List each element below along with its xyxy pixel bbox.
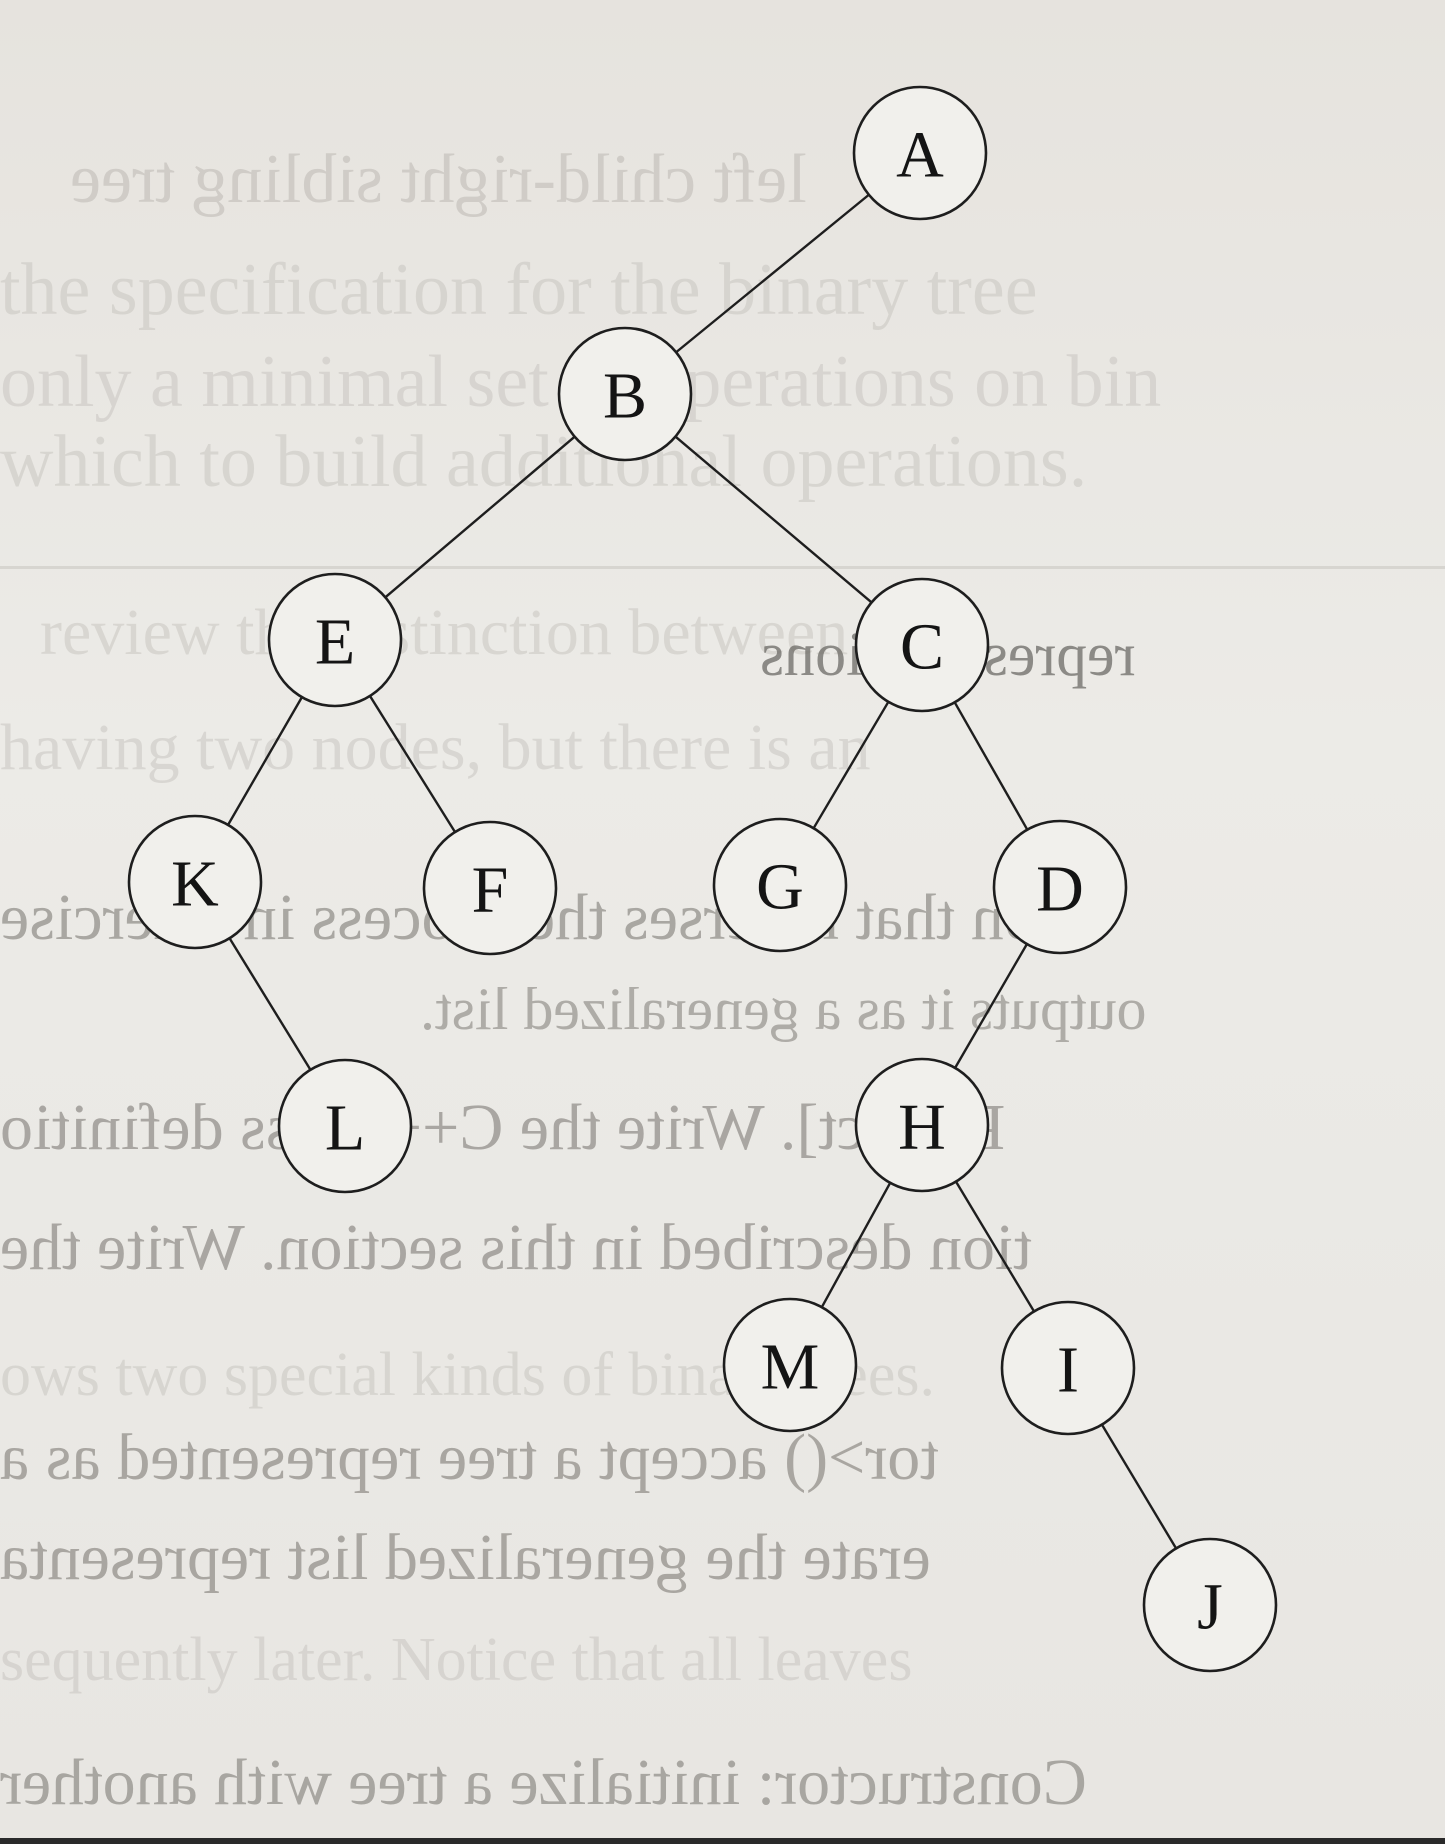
node-label: J bbox=[1197, 1571, 1223, 1644]
node-circle bbox=[267, 572, 403, 708]
node-b: B bbox=[557, 326, 693, 462]
page-bottom-rule bbox=[0, 1838, 1445, 1844]
node-i: I bbox=[1000, 1300, 1136, 1436]
edge-h-m bbox=[820, 1182, 892, 1308]
node-circle bbox=[852, 85, 988, 221]
node-label: E bbox=[315, 606, 355, 679]
node-label: G bbox=[756, 851, 804, 924]
edge-c-d bbox=[953, 701, 1029, 831]
edge-b-e bbox=[384, 435, 576, 599]
node-circle bbox=[854, 1057, 990, 1193]
node-circle bbox=[722, 1297, 858, 1433]
node-j: J bbox=[1142, 1537, 1278, 1673]
edge-b-c bbox=[674, 435, 873, 604]
node-k: K bbox=[127, 814, 263, 950]
node-circle bbox=[712, 817, 848, 953]
edge-e-k bbox=[227, 696, 303, 826]
node-circle bbox=[992, 819, 1128, 955]
node-a: A bbox=[852, 85, 988, 221]
edge-a-b bbox=[675, 193, 870, 354]
node-label: K bbox=[171, 848, 219, 921]
edge-h-i bbox=[954, 1180, 1036, 1313]
node-label: L bbox=[325, 1092, 365, 1165]
edge-d-h bbox=[954, 943, 1028, 1069]
node-m: M bbox=[722, 1297, 858, 1433]
tree-edges bbox=[227, 193, 1178, 1550]
node-h: H bbox=[854, 1057, 990, 1193]
node-label: I bbox=[1057, 1334, 1079, 1407]
node-c: C bbox=[854, 577, 990, 713]
node-circle bbox=[127, 814, 263, 950]
node-label: H bbox=[898, 1091, 946, 1164]
node-circle bbox=[1000, 1300, 1136, 1436]
node-f: F bbox=[422, 820, 558, 956]
tree-nodes: A B C D E F G H I J K L M bbox=[127, 85, 1278, 1673]
node-l: L bbox=[277, 1058, 413, 1194]
node-circle bbox=[422, 820, 558, 956]
node-label: A bbox=[896, 119, 944, 192]
node-circle bbox=[1142, 1537, 1278, 1673]
node-label: C bbox=[900, 611, 944, 684]
node-circle bbox=[557, 326, 693, 462]
node-g: G bbox=[712, 817, 848, 953]
node-e: E bbox=[267, 572, 403, 708]
edge-e-f bbox=[368, 695, 457, 833]
node-d: D bbox=[992, 819, 1128, 955]
node-label: B bbox=[603, 360, 647, 433]
edge-i-j bbox=[1100, 1423, 1178, 1550]
node-label: D bbox=[1036, 853, 1084, 926]
node-label: M bbox=[761, 1331, 820, 1404]
node-circle bbox=[277, 1058, 413, 1194]
node-circle bbox=[854, 577, 990, 713]
node-label: F bbox=[472, 854, 509, 927]
edge-c-g bbox=[812, 701, 890, 829]
edge-k-l bbox=[228, 937, 312, 1071]
